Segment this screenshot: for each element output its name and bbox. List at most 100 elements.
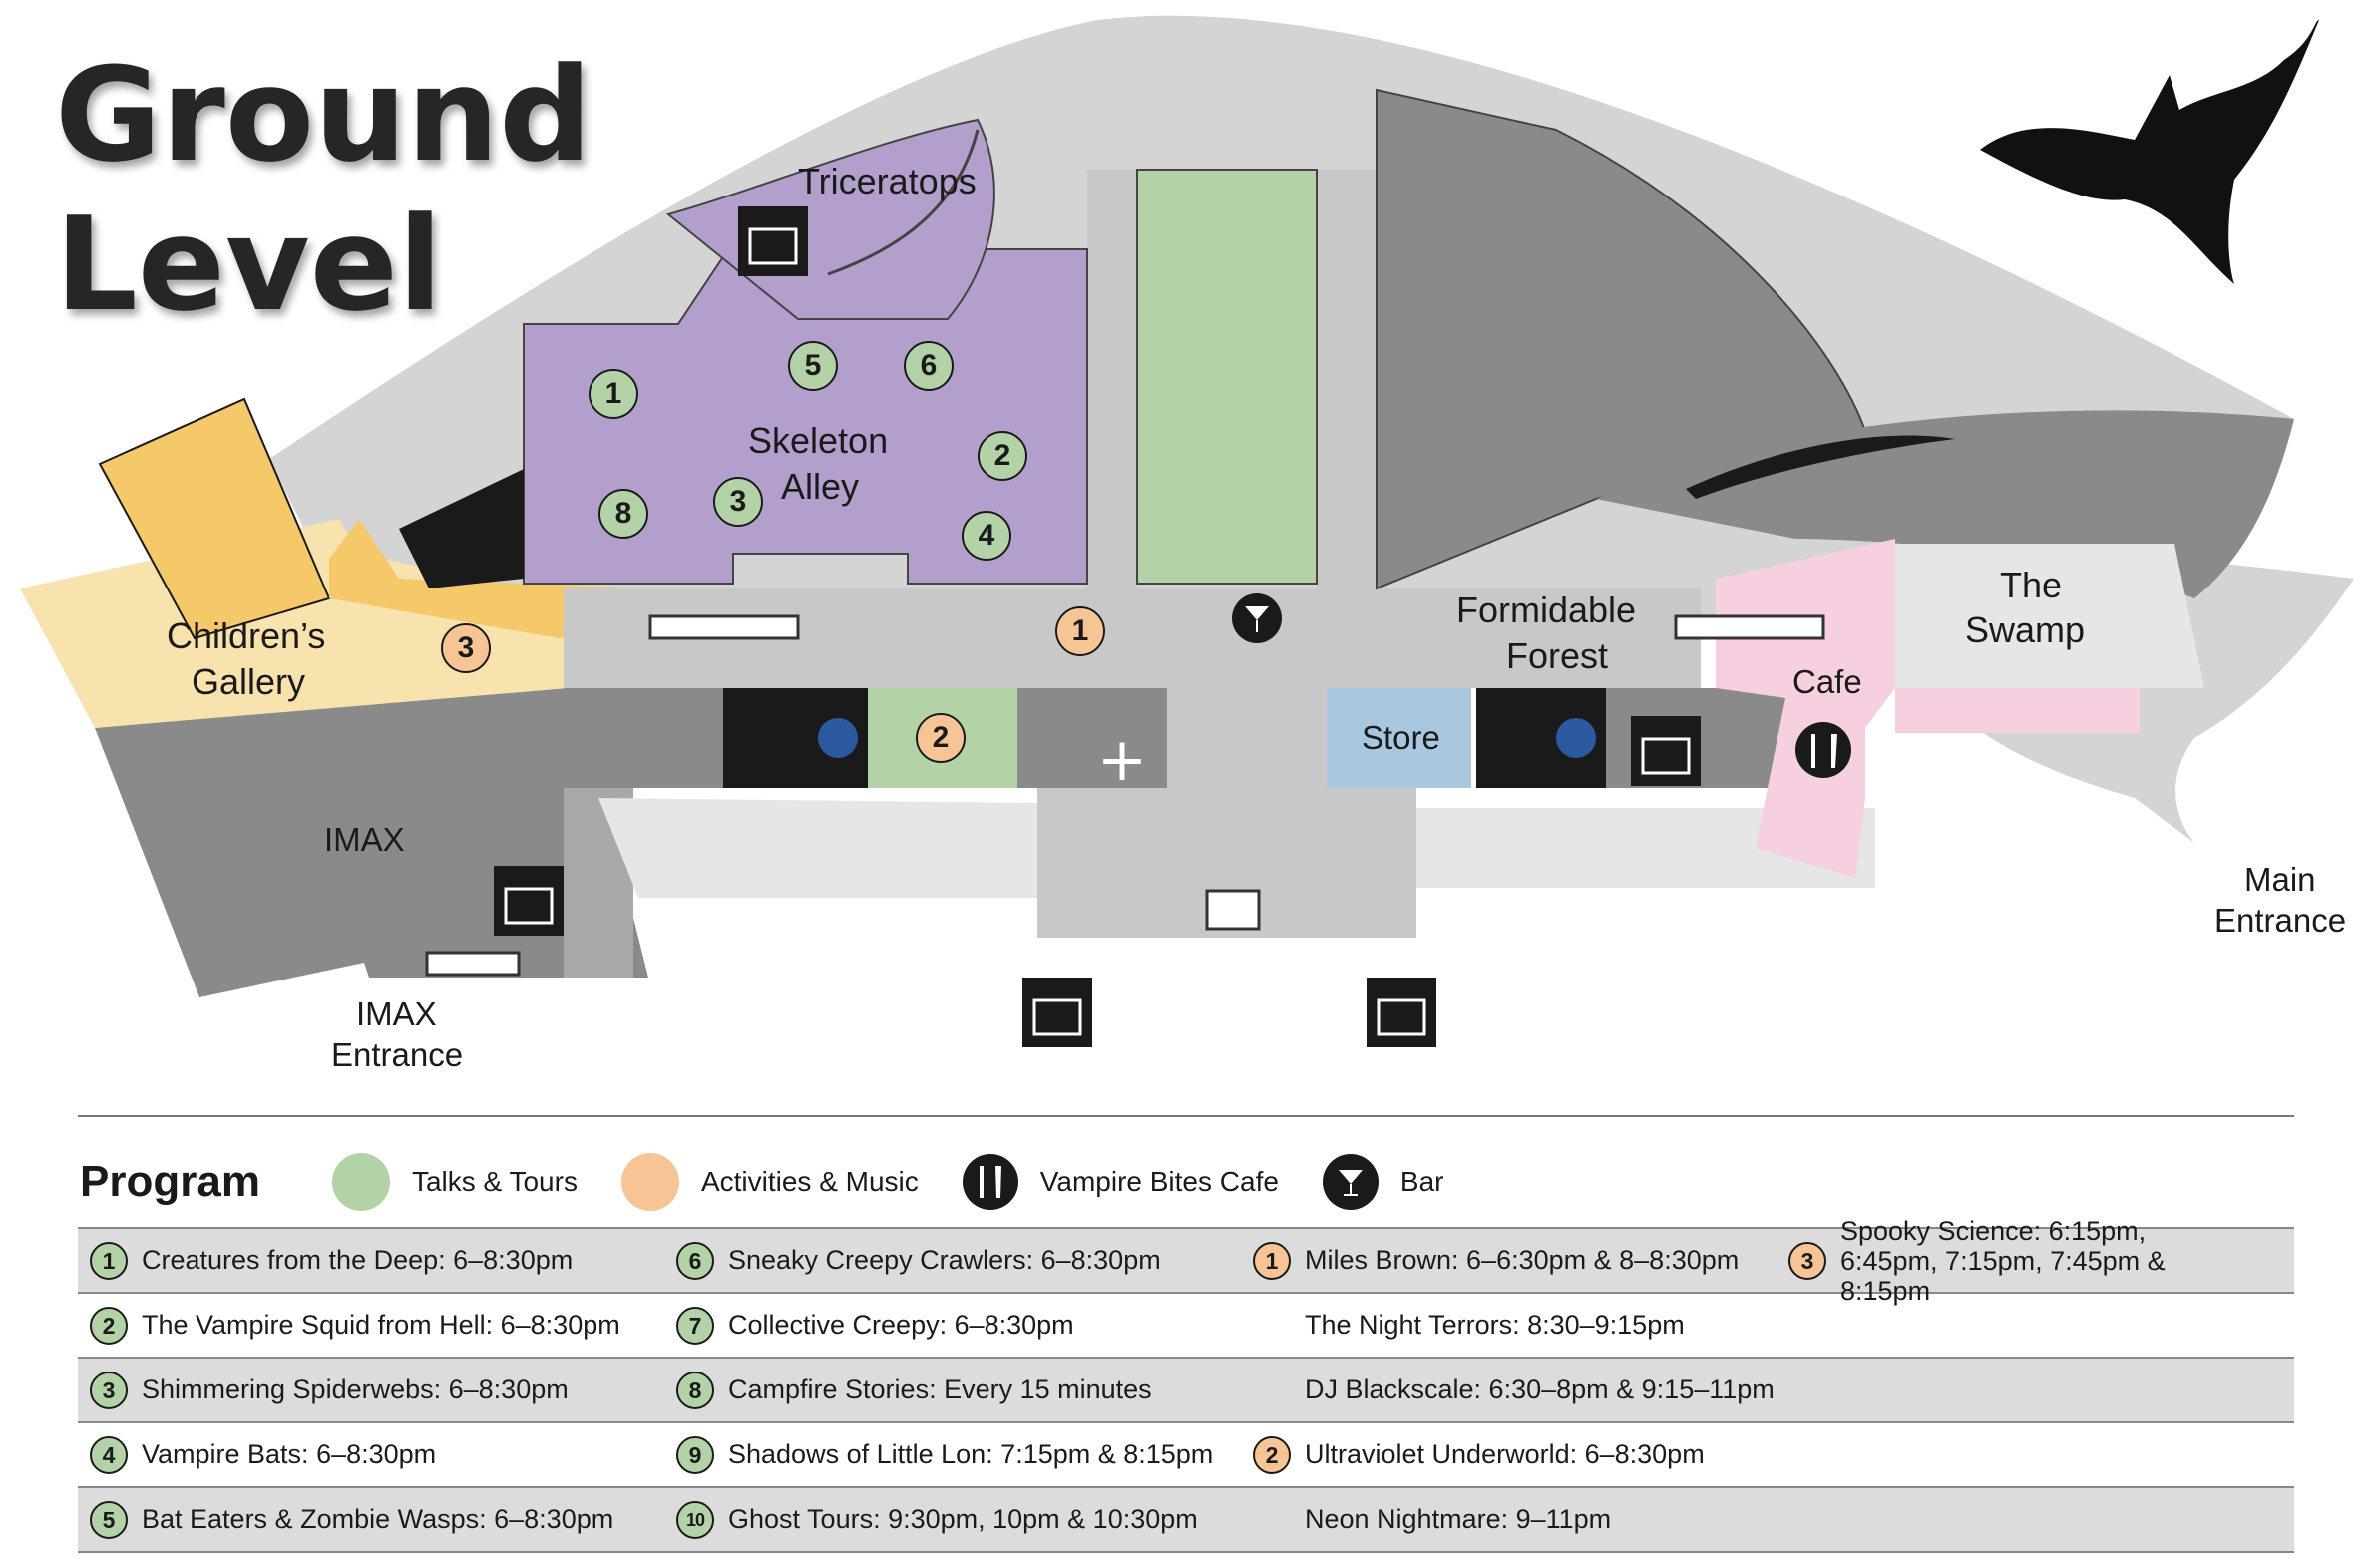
imax-label: IMAX: [324, 821, 405, 858]
bat-icon: [1980, 20, 2319, 284]
childrens-gallery-label-1: Children’s: [167, 615, 326, 656]
stairs-icon: [425, 614, 1825, 977]
imax-entrance-label-2: Entrance: [331, 1036, 464, 1073]
schedule-entry: 2 The Vampire Squid from Hell: 6–8:30pm: [90, 1294, 620, 1357]
cafe-icon: [962, 1154, 1018, 1210]
schedule-entry: Neon Nightmare: 9–11pm: [1305, 1488, 1611, 1551]
central-green-gallery: [1136, 169, 1318, 585]
legend-title: Program: [80, 1157, 260, 1206]
schedule-text: Shadows of Little Lon: 7:15pm & 8:15pm: [728, 1439, 1214, 1469]
legend-talks-label: Talks & Tours: [411, 1166, 578, 1197]
schedule-marker: 2: [90, 1306, 128, 1345]
elevator-glyph: [504, 227, 1691, 1036]
formidable-forest-label-2: Forest: [1506, 635, 1609, 676]
marker-talk-6[interactable]: 6: [904, 341, 954, 391]
schedule-marker: 2: [1253, 1435, 1291, 1474]
schedule-text: DJ Blackscale: 6:30–8pm & 9:15–11pm: [1305, 1374, 1775, 1404]
marker-talk-5[interactable]: 5: [788, 341, 838, 391]
title-line-1: Ground: [55, 39, 592, 191]
schedule-entry: 3 Shimmering Spiderwebs: 6–8:30pm: [90, 1359, 569, 1421]
legend-item-cafe: Vampire Bites Cafe: [962, 1154, 1279, 1210]
marker-talk-2[interactable]: 2: [978, 431, 1027, 481]
legend-item-activities: Activities & Music: [620, 1153, 919, 1211]
activities-swatch: [620, 1153, 679, 1211]
skeleton-alley-label-2: Alley: [781, 466, 860, 507]
marker-talk-4[interactable]: 4: [962, 511, 1011, 561]
schedule-marker: 6: [676, 1241, 714, 1280]
schedule-text: Ghost Tours: 9:30pm, 10pm & 10:30pm: [728, 1504, 1198, 1534]
marker-activity-3[interactable]: 3: [441, 623, 491, 673]
service-block-west: [564, 688, 723, 788]
schedule-text: Sneaky Creepy Crawlers: 6–8:30pm: [728, 1245, 1161, 1275]
schedule-marker: 5: [90, 1500, 128, 1539]
triceratops-arc: [827, 129, 980, 276]
marker-talk-8[interactable]: 8: [598, 489, 648, 539]
schedule-text: Neon Nightmare: 9–11pm: [1305, 1504, 1612, 1534]
schedule-marker: 3: [1788, 1241, 1826, 1280]
cafe-label: Cafe: [1792, 663, 1862, 700]
schedule-entry: 5 Bat Eaters & Zombie Wasps: 6–8:30pm: [90, 1488, 613, 1551]
schedule-text: Vampire Bats: 6–8:30pm: [142, 1439, 437, 1469]
schedule-entry: 8 Campfire Stories: Every 15 minutes: [676, 1359, 1152, 1421]
first-aid-icon: +: [1097, 725, 1147, 795]
formidable-forest-label-1: Formidable: [1456, 589, 1637, 630]
legend-item-bar: Bar: [1322, 1154, 1444, 1210]
schedule-text: Ultraviolet Underworld: 6–8:30pm: [1305, 1439, 1705, 1469]
cafe-fork-knife: [1811, 734, 1837, 768]
title-line-2: Level: [55, 189, 443, 340]
the-swamp-label-2: Swamp: [1965, 609, 2086, 650]
schedule-row: 3 Shimmering Spiderwebs: 6–8:30pm 8 Campfir…: [78, 1359, 2294, 1423]
schedule-marker: 3: [90, 1371, 128, 1409]
store-area: [1327, 688, 1471, 788]
triceratops-label: Triceratops: [798, 161, 977, 201]
service-block-mid: [1017, 688, 1167, 788]
schedule-text: Spooky Science: 6:15pm, 6:45pm, 7:15pm, …: [1840, 1215, 2166, 1306]
childrens-gallery-label-2: Gallery: [192, 661, 306, 702]
marker-talk-3[interactable]: 3: [713, 477, 763, 527]
schedule-marker: 4: [90, 1435, 128, 1474]
family-room: [399, 469, 524, 588]
page-title: Ground Level: [55, 40, 592, 339]
schedule-text: The Vampire Squid from Hell: 6–8:30pm: [142, 1310, 620, 1340]
skeleton-alley-label-1: Skeleton: [748, 420, 889, 461]
legend: Program Talks & Tours Activities & Music…: [80, 1152, 1488, 1212]
marker-talk-1[interactable]: 1: [589, 369, 638, 419]
marker-activity-2[interactable]: 2: [916, 713, 966, 763]
legend-activities-label: Activities & Music: [700, 1166, 919, 1197]
marker-activity-1[interactable]: 1: [1055, 606, 1105, 656]
bar-glass: [1245, 606, 1269, 632]
schedule-text: Creatures from the Deep: 6–8:30pm: [142, 1245, 574, 1275]
legend-item-talks: Talks & Tours: [331, 1153, 578, 1211]
legend-bar-label: Bar: [1399, 1166, 1444, 1197]
store-label: Store: [1362, 719, 1440, 756]
skeleton-alley-area: [523, 248, 1088, 585]
accessible-icon: [818, 718, 858, 758]
schedule-marker: 7: [676, 1306, 714, 1345]
schedule-entry: 6 Sneaky Creepy Crawlers: 6–8:30pm: [676, 1229, 1161, 1292]
forest-dark-stripe: [1686, 435, 1955, 499]
schedule-text: Bat Eaters & Zombie Wasps: 6–8:30pm: [142, 1504, 614, 1534]
schedule-text: Collective Creepy: 6–8:30pm: [728, 1310, 1074, 1340]
schedule-entry: 2 Ultraviolet Underworld: 6–8:30pm: [1253, 1423, 1705, 1486]
schedule-entry: DJ Blackscale: 6:30–8pm & 9:15–11pm: [1305, 1359, 1775, 1421]
the-swamp-label-1: The: [2000, 565, 2063, 605]
schedule-entry: 3 Spooky Science: 6:15pm, 6:45pm, 7:15pm,…: [1788, 1216, 2217, 1306]
main-entrance-label-2: Entrance: [2214, 902, 2347, 939]
schedule-text: Shimmering Spiderwebs: 6–8:30pm: [142, 1374, 569, 1404]
schedule-text: Miles Brown: 6–6:30pm & 8–8:30pm: [1305, 1245, 1740, 1275]
accessible-icon: [1556, 718, 1596, 758]
schedule-entry: 7 Collective Creepy: 6–8:30pm: [676, 1294, 1074, 1357]
schedule-entry: 4 Vampire Bats: 6–8:30pm: [90, 1423, 436, 1486]
swamp-area: [1895, 544, 2204, 688]
schedule-text: Campfire Stories: Every 15 minutes: [728, 1374, 1152, 1404]
lower-concourse: [598, 798, 1037, 898]
schedule-marker: 8: [676, 1371, 714, 1409]
talks-swatch: [331, 1153, 390, 1211]
